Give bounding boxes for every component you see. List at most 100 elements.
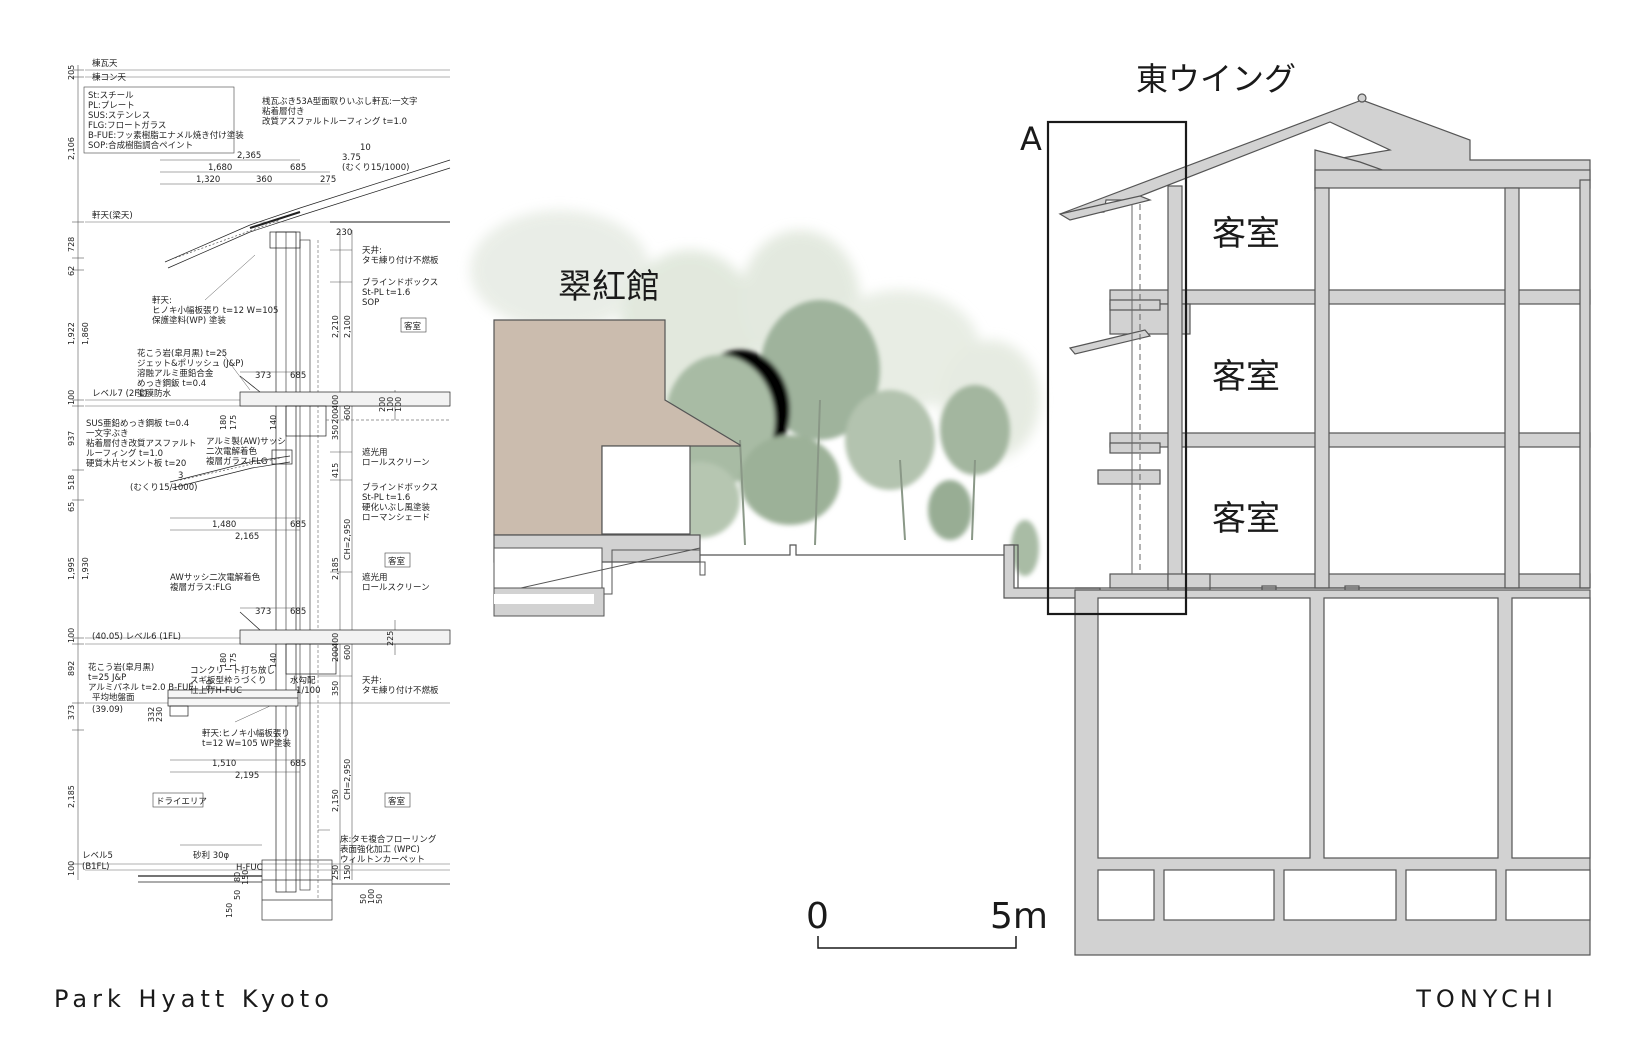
svg-text:350: 350 xyxy=(331,681,340,696)
sash-note-2: AWサッシ二次電解着色 複層ガラス:FLG xyxy=(170,572,261,593)
svg-text:SUS:ステンレス: SUS:ステンレス xyxy=(88,111,150,121)
site-ground xyxy=(700,544,1101,599)
svg-text:65: 65 xyxy=(67,502,76,512)
level-label: 棟瓦天 xyxy=(92,58,118,69)
east-wing-section xyxy=(1058,93,1591,956)
svg-text:複層ガラス:FLG: 複層ガラス:FLG xyxy=(170,582,231,593)
svg-text:250: 250 xyxy=(331,865,340,880)
svg-text:遮光用: 遮光用 xyxy=(362,447,388,458)
stone-note: 花こう岩(皐月黒) t=25 ジェット&ポリッシュ (J&P) 溶融アルミ亜鉛合… xyxy=(137,348,244,399)
svg-text:180: 180 xyxy=(219,415,228,430)
slope-note: (むくり15/1000) xyxy=(130,483,197,493)
left-dimension-chain xyxy=(72,65,84,880)
svg-text:St-PL t=1.6: St-PL t=1.6 xyxy=(362,493,410,503)
svg-text:B-FUE:フッ素樹脂エナメル焼き付け塗装: B-FUE:フッ素樹脂エナメル焼き付け塗装 xyxy=(88,130,244,141)
dimension-text: 1,510 xyxy=(212,759,236,769)
svg-text:200: 200 xyxy=(378,397,387,412)
level-label: 棟コン天 xyxy=(92,72,127,83)
svg-text:スギ板型枠うづくり: スギ板型枠うづくり xyxy=(190,675,267,686)
scale-end: 5m xyxy=(990,896,1048,937)
eave-note: 軒天: ヒノキ小幅板張り t=12 W=105 保護塗料(WP) 塗装 xyxy=(152,296,278,326)
exterior-wall xyxy=(261,231,333,921)
svg-text:1,995: 1,995 xyxy=(67,557,76,580)
svg-text:225: 225 xyxy=(386,631,395,646)
roof-eave-detail xyxy=(164,159,451,269)
svg-text:50: 50 xyxy=(233,890,242,900)
leader-lines xyxy=(180,249,352,846)
svg-text:140: 140 xyxy=(269,415,278,430)
dimension-text: 1,680 xyxy=(208,163,232,173)
svg-text:2,185: 2,185 xyxy=(331,557,340,580)
svg-text:ヒノキ小幅板張り t=12 W=105: ヒノキ小幅板張り t=12 W=105 xyxy=(152,305,278,316)
detail-annotations: 棟瓦天 棟コン天 軒天(梁天) レベル7 (2FL) (40.05) レベル6 … xyxy=(67,58,439,918)
svg-text:St-PL t=1.6: St-PL t=1.6 xyxy=(362,288,410,298)
low-canopy-detail xyxy=(167,689,299,717)
room-tag: 客室 xyxy=(384,792,411,808)
svg-text:100: 100 xyxy=(394,397,403,412)
dimension-text: 685 xyxy=(290,520,306,530)
svg-text:粘着層付き改質アスファルト: 粘着層付き改質アスファルト xyxy=(86,438,197,449)
svg-text:150: 150 xyxy=(241,870,250,885)
ceiling-note-2: 天井: タモ練り付け不燃板 xyxy=(362,675,439,696)
svg-text:棟瓦天: 棟瓦天 xyxy=(92,58,118,69)
room-tag: 客室 xyxy=(384,552,411,568)
svg-text:コンクリート打ち放し: コンクリート打ち放し xyxy=(190,665,275,676)
svg-text:St:スチール: St:スチール xyxy=(88,91,134,101)
svg-text:ロールスクリーン: ロールスクリーン xyxy=(362,458,430,468)
svg-text:水勾配: 水勾配 xyxy=(290,675,316,686)
room-label: 客室 xyxy=(1212,357,1280,397)
hfuc-note: H-FUC xyxy=(236,863,263,873)
svg-text:花こう岩(皐月黒) t=25: 花こう岩(皐月黒) t=25 xyxy=(137,348,227,359)
svg-text:t=25 J&P: t=25 J&P xyxy=(88,673,126,683)
dry-area-tag: ドライエリア xyxy=(152,792,207,808)
dimension-text: 2,195 xyxy=(235,771,259,781)
svg-text:518: 518 xyxy=(67,475,76,490)
svg-text:客室: 客室 xyxy=(404,321,422,332)
svg-text:90: 90 xyxy=(205,680,214,690)
svg-text:332: 332 xyxy=(147,707,156,722)
room-tag: 客室 xyxy=(400,317,427,333)
svg-text:ウィルトンカーペット: ウィルトンカーペット xyxy=(340,855,425,865)
svg-text:2,100: 2,100 xyxy=(343,315,352,338)
svg-text:ドライエリア: ドライエリア xyxy=(156,797,207,807)
svg-text:100: 100 xyxy=(367,889,376,904)
floor-note: 床:タモ複合フローリング 表面強化加工 (WPC) ウィルトンカーペット xyxy=(340,834,437,865)
svg-text:FLG:フロートガラス: FLG:フロートガラス xyxy=(88,120,166,131)
svg-text:415: 415 xyxy=(331,463,340,478)
svg-text:600: 600 xyxy=(343,405,352,420)
wall-detail-section xyxy=(72,65,451,921)
sash-note: アルミ製(AW)サッシ 二次電解着色 複層ガラス:FLG xyxy=(206,436,286,467)
svg-text:SOP:合成樹脂調合ペイント: SOP:合成樹脂調合ペイント xyxy=(88,140,193,151)
svg-text:100: 100 xyxy=(67,861,76,876)
dimension-text: 2,365 xyxy=(237,151,261,161)
scale-zero: 0 xyxy=(806,896,829,937)
svg-text:SOP: SOP xyxy=(362,298,379,308)
svg-text:ローマンシェード: ローマンシェード xyxy=(362,513,430,523)
svg-text:ルーフィング t=1.0: ルーフィング t=1.0 xyxy=(86,448,163,459)
svg-text:400: 400 xyxy=(331,633,340,648)
floor-slab-2fl xyxy=(239,375,451,437)
credit-caption: TONYCHI xyxy=(1416,985,1558,1013)
svg-text:100: 100 xyxy=(67,390,76,405)
svg-text:180: 180 xyxy=(219,653,228,668)
concrete-note: コンクリート打ち放し スギ板型枠うづくり 仕上げH-FUC xyxy=(190,665,275,696)
level-label: (39.09) xyxy=(92,705,123,715)
svg-text:AWサッシ二次電解着色: AWサッシ二次電解着色 xyxy=(170,572,261,583)
svg-text:SUS亜鉛めっき鋼板 t=0.4: SUS亜鉛めっき鋼板 t=0.4 xyxy=(86,418,189,429)
svg-text:花こう岩(皐月黒): 花こう岩(皐月黒) xyxy=(88,662,154,673)
svg-text:100: 100 xyxy=(386,397,395,412)
svg-text:溶融アルミ亜鉛合金: 溶融アルミ亜鉛合金 xyxy=(137,368,214,379)
wing-title: 東ウイング xyxy=(1136,60,1296,98)
svg-text:205: 205 xyxy=(67,65,76,80)
svg-text:床:タモ複合フローリング: 床:タモ複合フローリング xyxy=(340,834,437,845)
ground-line xyxy=(138,875,450,885)
svg-text:(40.05) レベル6 (1FL): (40.05) レベル6 (1FL) xyxy=(92,632,181,642)
svg-text:PL:プレート: PL:プレート xyxy=(88,101,135,111)
svg-text:200: 200 xyxy=(331,647,340,662)
neighbor-building xyxy=(493,319,741,617)
svg-text:150: 150 xyxy=(225,903,234,918)
svg-text:175: 175 xyxy=(229,415,238,430)
dimension-text: 373 xyxy=(255,607,271,617)
svg-text:728: 728 xyxy=(67,237,76,252)
